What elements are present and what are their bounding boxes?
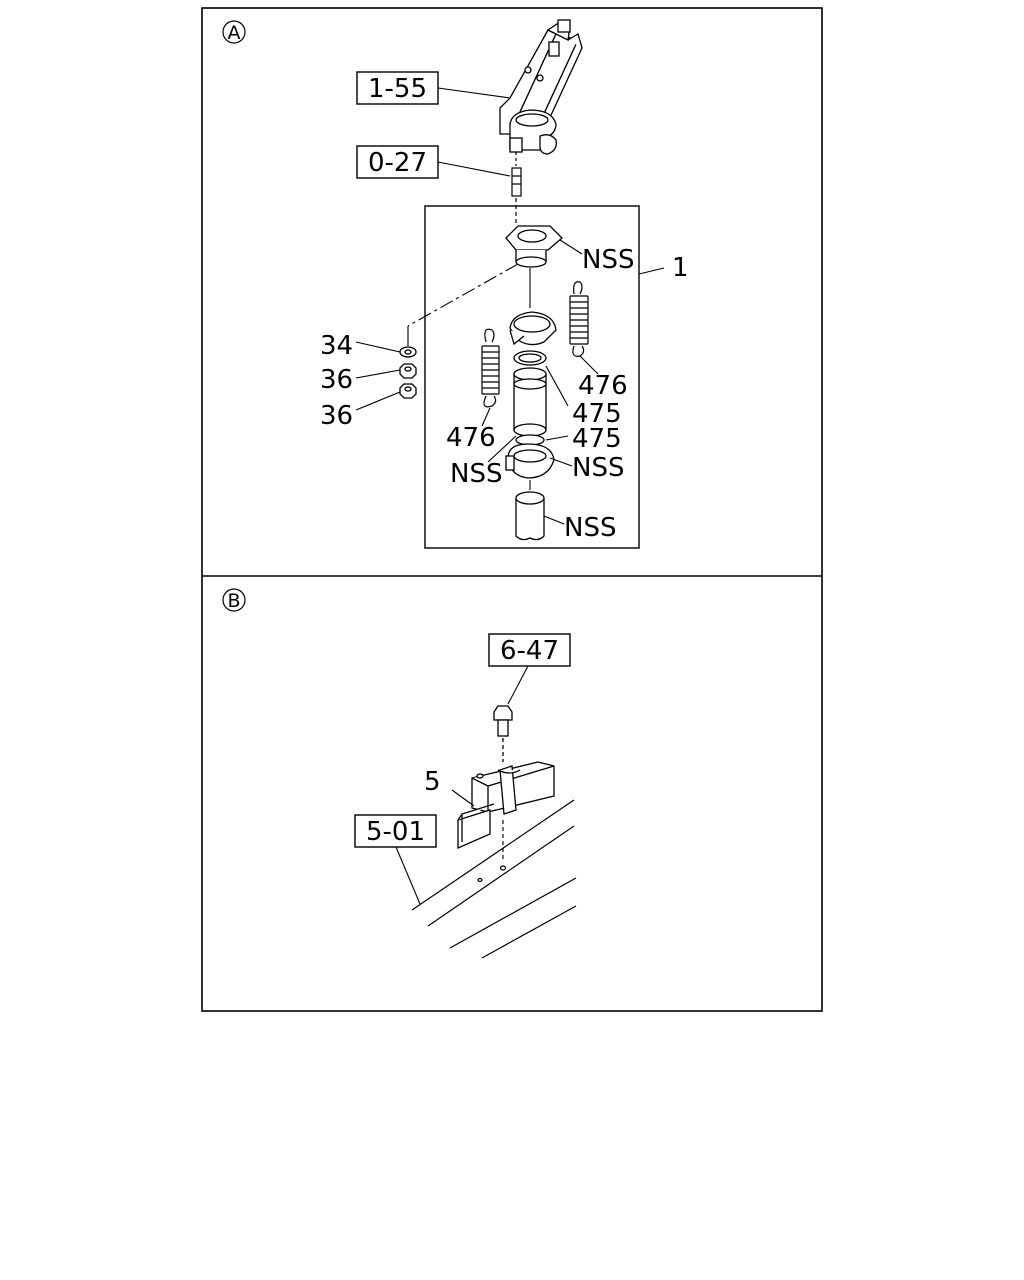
label-ring-lower[interactable]: 475 [572,424,622,454]
panel-a-marker-circle [222,20,246,44]
top-flange [505,225,563,268]
ref-5-01[interactable]: 5-01 [366,817,425,847]
upper-cam [509,311,557,346]
leader-ring-upper [545,365,569,407]
pin [511,152,522,224]
leader-0-27 [437,161,511,177]
label-spring-right[interactable]: 476 [578,371,628,401]
diagram-frame [201,7,823,1012]
leader-spring-left [481,407,491,427]
label-nss-bottom[interactable]: NSS [564,513,616,543]
leader-nut-36-b [355,391,401,411]
panel-a-marker: A [228,22,241,44]
ref-1-55[interactable]: 1-55 [368,74,427,104]
bolt [493,705,513,762]
frame-rail [411,799,577,959]
washer-nuts [399,346,417,399]
leader-assembly-1 [638,267,665,275]
label-nut-36-b[interactable]: 36 [320,401,353,431]
leader-nss-bottom [543,515,565,525]
leader-nss-top [559,239,583,255]
label-assembly-1[interactable]: 1 [672,253,689,283]
leader-spring-right [579,355,599,375]
ref-box-6-47 [488,633,571,667]
label-nss-top[interactable]: NSS [582,245,634,275]
label-nut-36-a[interactable]: 36 [320,365,353,395]
label-spring-left[interactable]: 476 [446,423,496,453]
label-bracket-5[interactable]: 5 [424,767,441,797]
panel-a: A 1-55 0-27 [222,19,689,549]
label-nss-left[interactable]: NSS [450,459,502,489]
spring-left [481,328,500,408]
shaft-assembly [505,350,555,479]
ref-6-47[interactable]: 6-47 [500,636,559,666]
leader-nss-left [487,435,517,463]
leader-bracket-5 [451,789,475,807]
leader-ring-lower [545,435,569,441]
spring-right [569,281,589,357]
label-washer-34[interactable]: 34 [320,331,353,361]
panel-b-marker: B [227,590,240,612]
leader-6-47 [507,665,529,705]
lower-tube [515,491,545,541]
leader-1-55 [437,87,511,99]
leader-5-01 [395,846,421,905]
label-ring-upper[interactable]: 475 [572,399,622,429]
lever-bracket [499,19,583,155]
label-nss-right[interactable]: NSS [572,453,624,483]
leader-nut-36-a [355,369,401,379]
panel-b-marker-circle [222,588,246,612]
leader-nss-right [549,457,573,467]
leader-washer-34 [355,341,401,353]
panel-b: B 6-47 5 5-01 [222,588,577,959]
ref-0-27[interactable]: 0-27 [368,148,427,178]
washer-axis [407,263,519,327]
assembly-box [424,205,640,549]
bracket [457,761,555,849]
ref-box-5-01 [354,814,437,848]
